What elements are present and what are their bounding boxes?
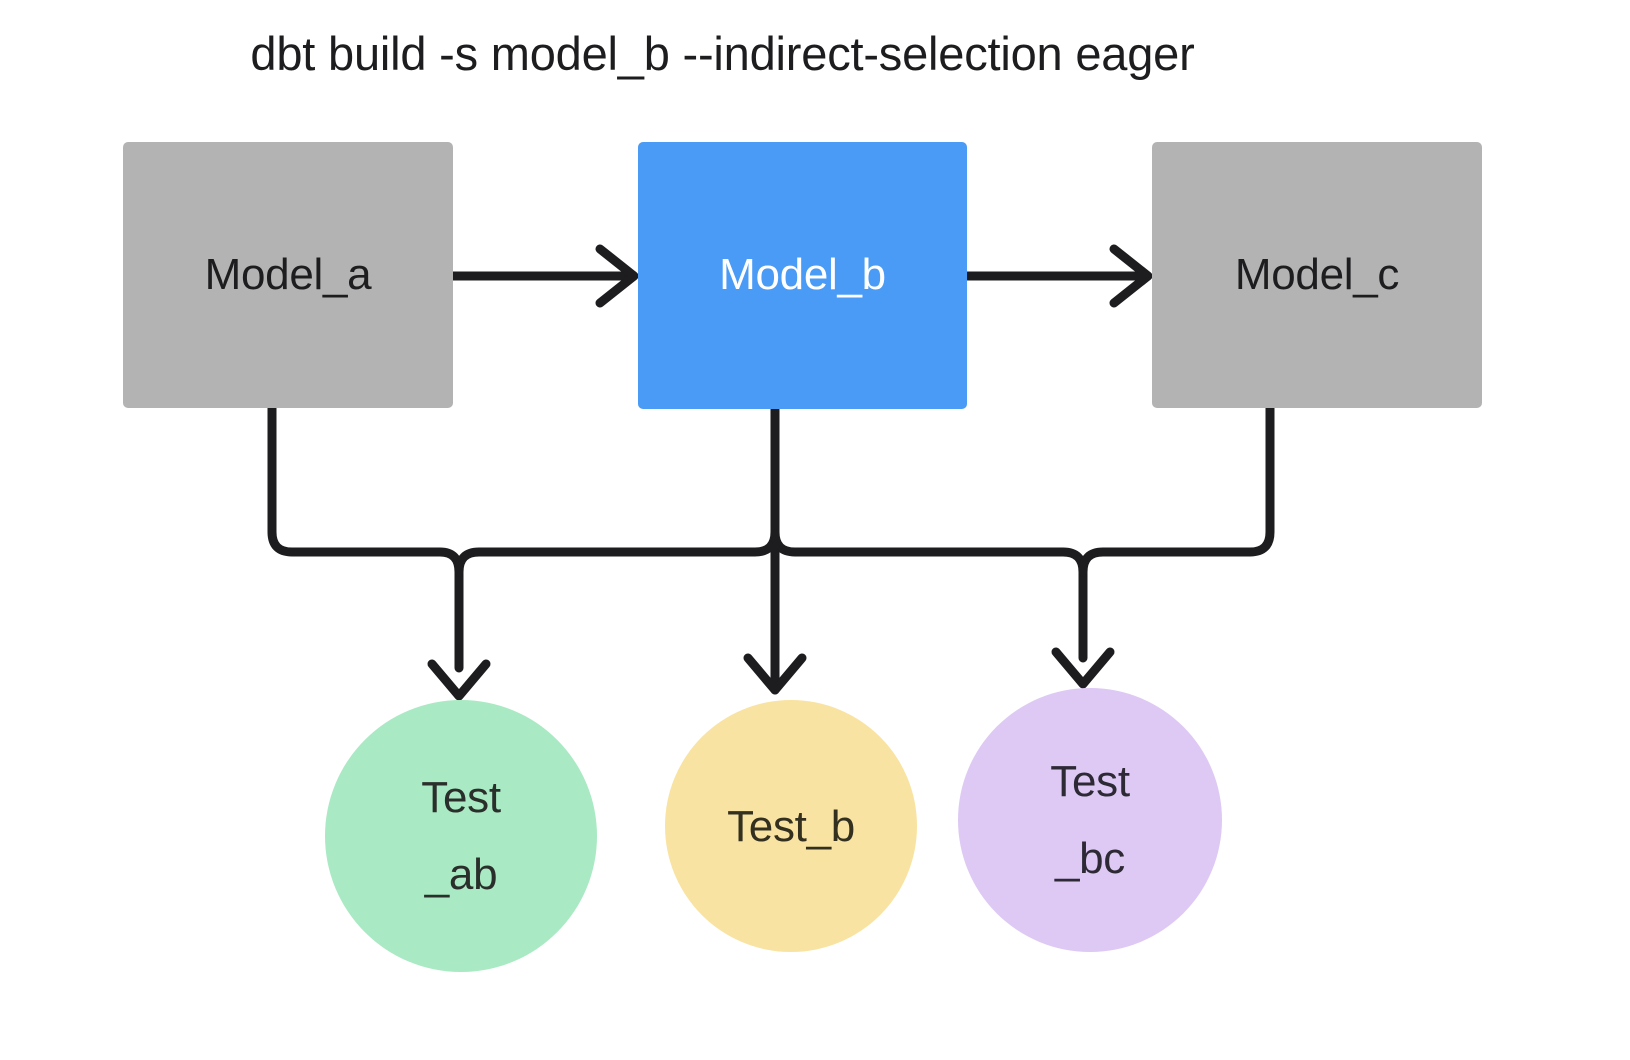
node-test-bc[interactable]: Test _bc	[958, 688, 1222, 952]
edge-model-b-to-model-c	[962, 244, 1153, 308]
arrowhead-test-ab	[427, 659, 491, 701]
node-model-c[interactable]: Model_c	[1152, 142, 1482, 408]
node-test-ab-label-line-1: Test	[421, 773, 501, 822]
node-test-bc-label-line-2: _bc	[1054, 834, 1126, 883]
node-test-b-label-line-1: Test_b	[727, 801, 855, 851]
node-model-a-label: Model_a	[204, 249, 372, 299]
edge-model-a-to-model-b	[448, 244, 639, 308]
edge-model-b-to-test-b	[743, 403, 807, 695]
node-model-a[interactable]: Model_a	[123, 142, 453, 408]
diagram-title: dbt build -s model_b --indirect-selectio…	[250, 27, 1195, 80]
node-test-ab[interactable]: Test _ab	[325, 700, 597, 972]
node-test-b[interactable]: Test_b	[665, 700, 917, 952]
node-test-bc-label-line-1: Test	[1050, 757, 1130, 806]
node-model-c-label: Model_c	[1234, 249, 1400, 299]
edge-model-b-to-test-ab	[454, 403, 780, 577]
node-model-b-label: Model_b	[719, 250, 886, 300]
arrowhead-test-bc	[1051, 647, 1115, 689]
edge-model-c-to-test-bc	[1078, 403, 1275, 577]
edge-model-b-to-test-bc	[770, 403, 1088, 663]
edge-model-a-to-test-ab	[267, 403, 464, 673]
node-test-ab-label-line-2: _ab	[424, 850, 498, 899]
node-model-b[interactable]: Model_b	[638, 142, 967, 409]
